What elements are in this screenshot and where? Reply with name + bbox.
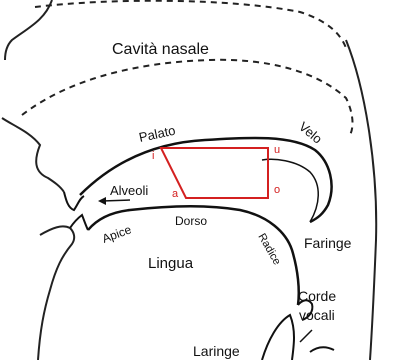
label-tongue: Lingua xyxy=(148,255,194,272)
lower-teeth xyxy=(70,215,88,230)
lower-lip xyxy=(38,226,74,360)
pharynx-back-wall xyxy=(346,40,376,360)
label-vocal-cords-2: vocali xyxy=(299,307,335,323)
label-dorsum: Dorso xyxy=(175,214,207,228)
label-nasal-cavity: Cavità nasale xyxy=(112,41,209,58)
alveoli-arrow-line xyxy=(102,200,130,201)
alveoli-arrowhead xyxy=(98,197,106,205)
nose-profile xyxy=(2,118,64,192)
label-root: Radice xyxy=(255,232,283,268)
palate-curve xyxy=(80,138,332,222)
larynx-front xyxy=(262,315,294,360)
label-vocal-cords-1: Corde xyxy=(298,288,336,304)
velum-inner xyxy=(262,159,318,222)
label-pharynx: Faringe xyxy=(304,235,352,251)
label-palate: Palato xyxy=(138,123,177,145)
vowel-i: i xyxy=(152,150,154,162)
label-larynx: Laringe xyxy=(193,343,240,359)
label-apex: Apice xyxy=(100,222,133,246)
vocal-cords-mark xyxy=(310,347,334,352)
label-alveoli: Alveoli xyxy=(110,183,148,198)
vowel-o: o xyxy=(274,184,280,196)
vocal-cords-pointer xyxy=(300,330,312,342)
vowel-a: a xyxy=(172,188,179,200)
outer-outline xyxy=(5,0,52,60)
vowel-u: u xyxy=(274,144,280,156)
